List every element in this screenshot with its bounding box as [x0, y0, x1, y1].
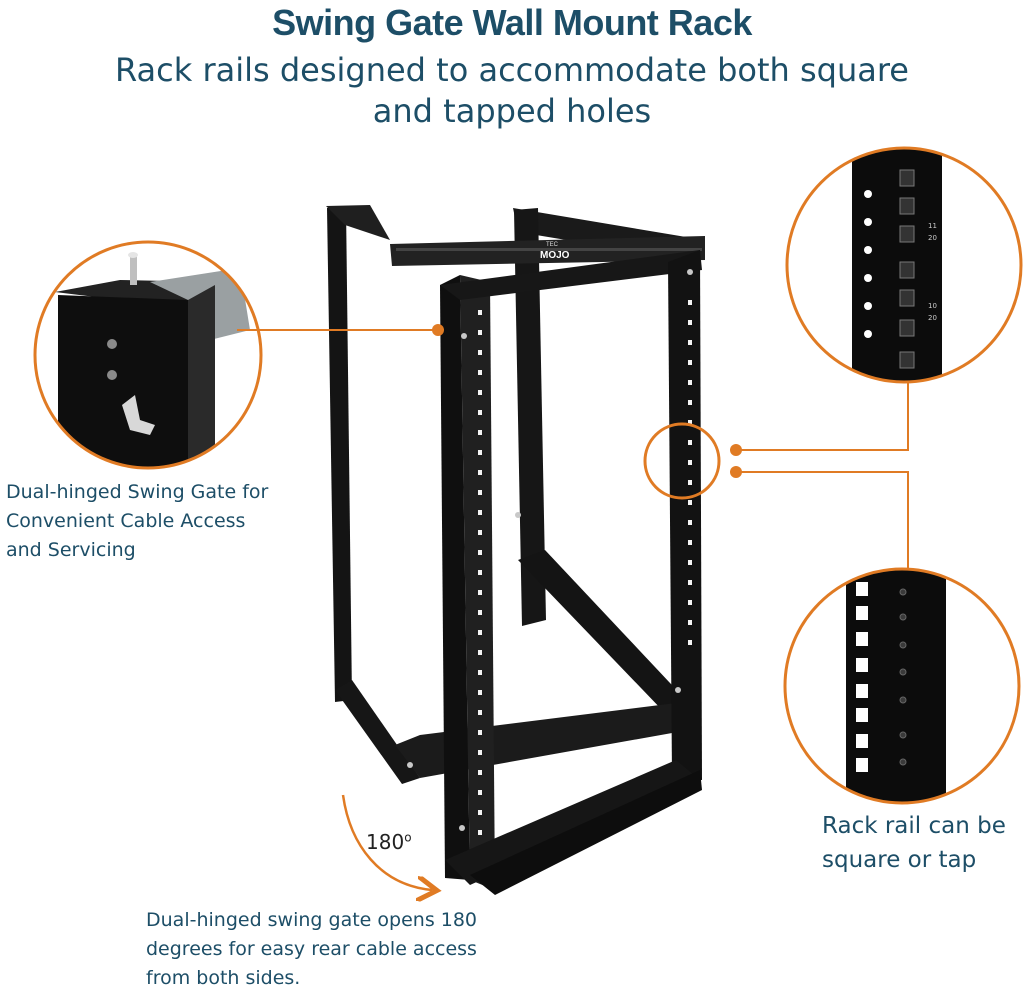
- rail-number-20: 20: [928, 234, 937, 242]
- gate-caption-line-1: Dual-hinged swing gate opens 180: [146, 909, 478, 931]
- page-title: Swing Gate Wall Mount Rack: [272, 2, 752, 43]
- rack-frame: [326, 205, 705, 895]
- angle-value: 180: [366, 830, 405, 854]
- logo-text: MOJO: [540, 250, 570, 261]
- square-rail-callout-line: [740, 471, 909, 569]
- angle-unit: o: [404, 830, 412, 845]
- rail-number-20b: 20: [928, 314, 937, 322]
- logo-small-text: TEC: [546, 242, 559, 248]
- tapped-rail-detail-image: 11 20 10 20: [785, 146, 1023, 384]
- gate-caption-line-2: degrees for easy rear cable access: [146, 938, 477, 960]
- callout-lines: [237, 329, 909, 569]
- rail-caption-line-2: square or tap: [822, 847, 977, 873]
- hinge-caption-line-1: Dual-hinged Swing Gate for: [6, 481, 269, 503]
- rail-number-10: 10: [928, 302, 937, 310]
- gate-caption-line-3: from both sides.: [146, 967, 301, 989]
- gate-caption: Dual-hinged swing gate opens 180 degrees…: [146, 906, 477, 993]
- angle-label: 180o: [366, 830, 412, 854]
- callout-dots: [432, 324, 742, 478]
- rail-highlight-ring: [643, 422, 721, 500]
- subtitle-line-1: Rack rails designed to accommodate both …: [115, 51, 909, 89]
- hinge-caption-line-3: and Servicing: [6, 539, 136, 561]
- page-subtitle: Rack rails designed to accommodate both …: [62, 50, 962, 132]
- hinge-caption: Dual-hinged Swing Gate for Convenient Ca…: [6, 478, 268, 565]
- rail-number-11: 11: [928, 222, 937, 230]
- hinge-detail-image: [33, 240, 263, 470]
- swing-arrow-icon: [341, 794, 432, 890]
- subtitle-line-2: and tapped holes: [372, 92, 652, 130]
- hinge-caption-line-2: Convenient Cable Access: [6, 510, 246, 532]
- rail-caption-line-1: Rack rail can be: [822, 813, 1006, 839]
- tapped-rail-callout-line: [740, 383, 909, 451]
- rail-caption: Rack rail can be square or tap: [822, 809, 1006, 877]
- square-rail-detail-image: [783, 567, 1021, 805]
